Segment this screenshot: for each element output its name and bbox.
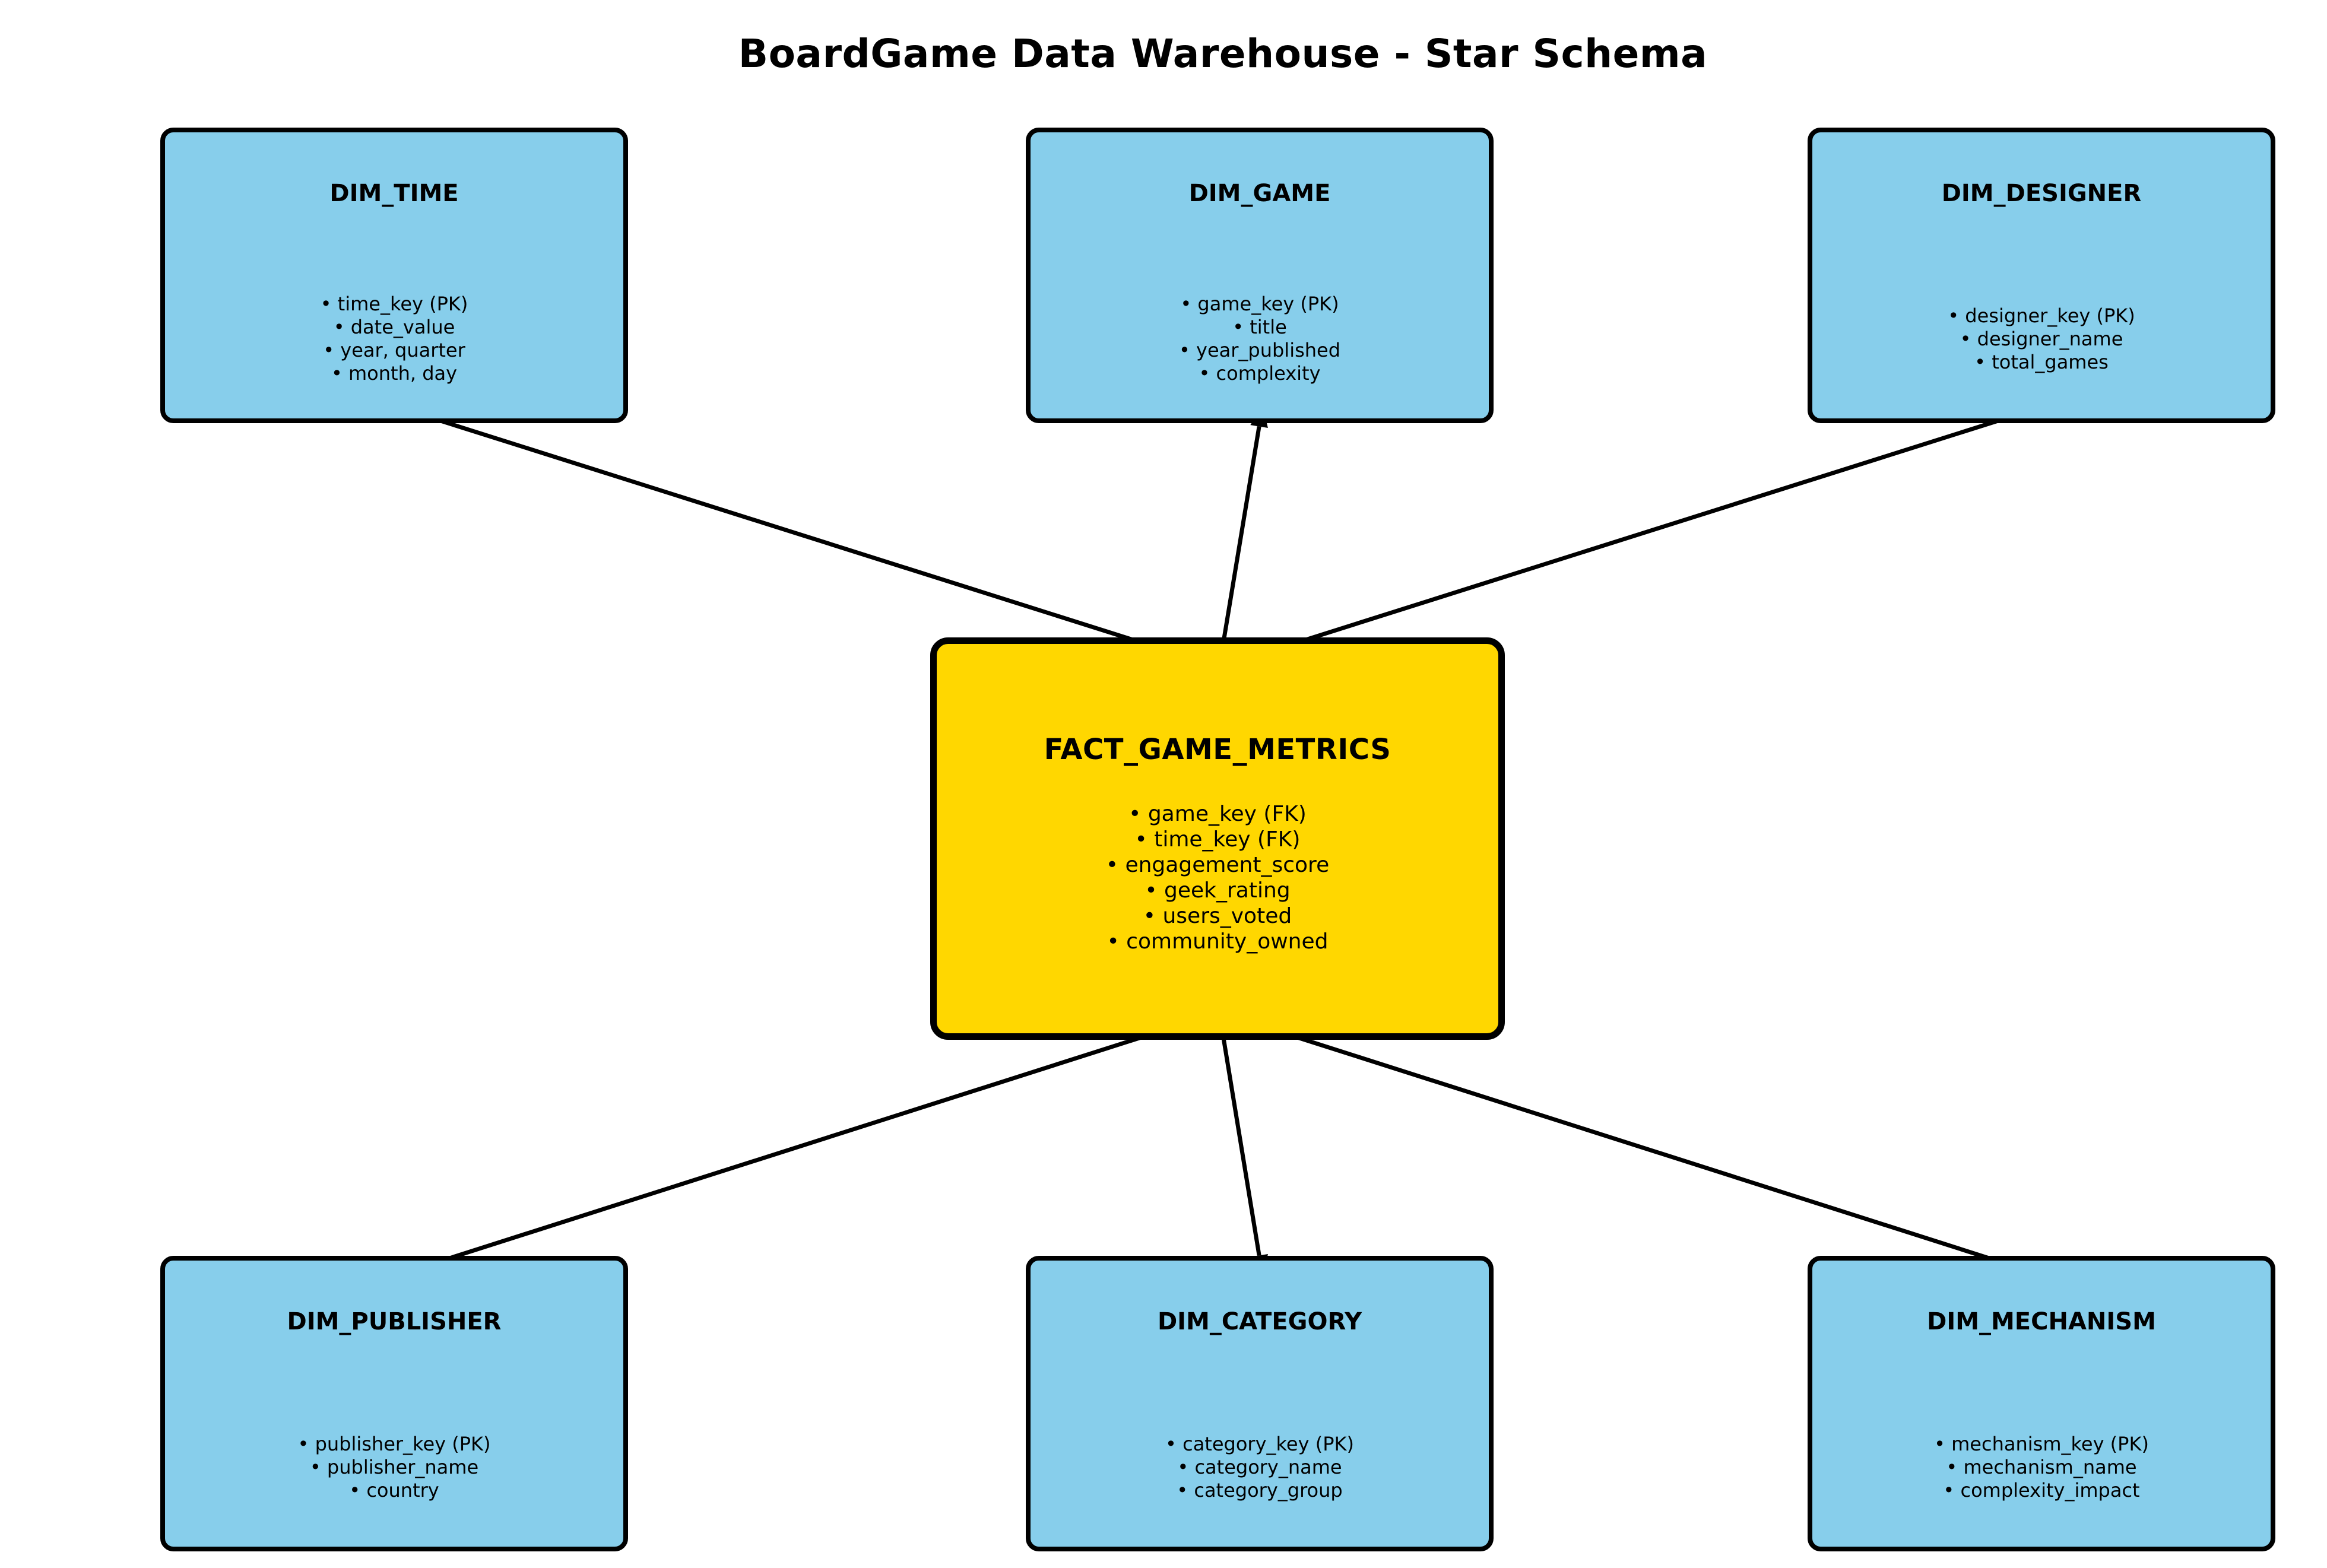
field: • engagement_score — [1105, 853, 1330, 877]
fact-game-metrics-table[interactable]: FACT_GAME_METRICS • game_key (FK) • time… — [930, 637, 1505, 1040]
field: • category_name — [1177, 1456, 1342, 1478]
field: • title — [1232, 316, 1287, 338]
diagram-title: BoardGame Data Warehouse - Star Schema — [738, 31, 1708, 77]
dim-time-title: DIM_TIME — [329, 180, 459, 207]
field: • users_voted — [1143, 904, 1292, 928]
field: • month, day — [331, 362, 458, 385]
dim-game-title: DIM_GAME — [1188, 180, 1331, 207]
field: • publisher_key (PK) — [297, 1433, 491, 1455]
dim-publisher-table[interactable]: DIM_PUBLISHER • publisher_key (PK) • pub… — [160, 1256, 628, 1551]
field: • community_owned — [1107, 929, 1329, 954]
field: • year, quarter — [323, 339, 465, 361]
relationship-line-dim-designer — [1218, 410, 2027, 669]
field: • total_games — [1974, 351, 2109, 373]
field: • game_key (FK) — [1128, 802, 1307, 826]
field: • game_key (PK) — [1180, 293, 1339, 315]
field: • designer_name — [1960, 328, 2123, 350]
field: • publisher_name — [309, 1456, 479, 1478]
field: • category_group — [1177, 1479, 1343, 1502]
dim-publisher-fields: • publisher_key (PK) • publisher_name • … — [165, 1433, 623, 1502]
field: • mechanism_key (PK) — [1934, 1433, 2149, 1455]
dim-publisher-title: DIM_PUBLISHER — [287, 1308, 502, 1335]
dim-mechanism-table[interactable]: DIM_MECHANISM • mechanism_key (PK) • mec… — [1808, 1256, 2275, 1551]
dim-time-fields: • time_key (PK) • date_value • year, qua… — [165, 293, 623, 385]
field: • year_published — [1178, 339, 1341, 361]
field: • mechanism_name — [1946, 1456, 2137, 1478]
fact-fields: • game_key (FK) • time_key (FK) • engage… — [937, 801, 1498, 954]
dim-designer-title: DIM_DESIGNER — [1941, 180, 2142, 207]
field: • country — [349, 1479, 439, 1502]
fact-title: FACT_GAME_METRICS — [1044, 733, 1391, 766]
field: • date_value — [333, 316, 455, 338]
dim-designer-table[interactable]: DIM_DESIGNER • designer_key (PK) • desig… — [1808, 128, 2275, 423]
field: • category_key (PK) — [1165, 1433, 1354, 1455]
relationship-line-dim-category — [1217, 1012, 1261, 1256]
dim-mechanism-fields: • mechanism_key (PK) • mechanism_name • … — [1812, 1433, 2271, 1502]
relationship-line-dim-time — [411, 410, 1220, 669]
field: • designer_key (PK) — [1948, 304, 2135, 327]
dim-category-table[interactable]: DIM_CATEGORY • category_key (PK) • categ… — [1026, 1256, 1494, 1551]
field: • complexity_impact — [1943, 1479, 2140, 1502]
dim-category-fields: • category_key (PK) • category_name • ca… — [1031, 1433, 1489, 1502]
relationship-line-dim-game — [1217, 426, 1261, 668]
field: • geek_rating — [1145, 878, 1291, 903]
dim-game-fields: • game_key (PK) • title • year_published… — [1031, 293, 1489, 385]
dim-game-table[interactable]: DIM_GAME • game_key (PK) • title • year_… — [1026, 128, 1494, 423]
field: • time_key (FK) — [1134, 827, 1301, 852]
dim-designer-fields: • designer_key (PK) • designer_name • to… — [1812, 304, 2271, 374]
dim-mechanism-title: DIM_MECHANISM — [1927, 1308, 2156, 1335]
relationship-line-dim-mechanism — [1218, 1010, 2027, 1272]
dim-time-table[interactable]: DIM_TIME • time_key (PK) • date_value • … — [160, 128, 628, 423]
field: • complexity — [1199, 362, 1321, 385]
field: • time_key (PK) — [320, 293, 468, 315]
dim-category-title: DIM_CATEGORY — [1157, 1308, 1362, 1335]
relationship-line-dim-publisher — [411, 1010, 1220, 1272]
